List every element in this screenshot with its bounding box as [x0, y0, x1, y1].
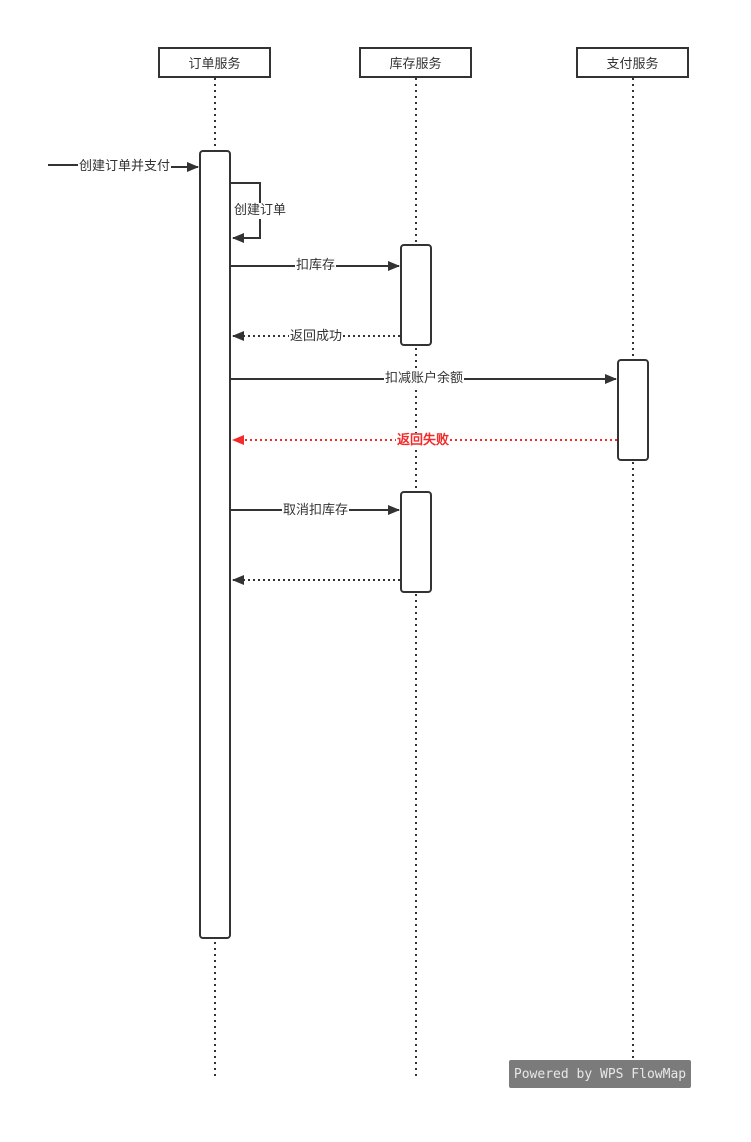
- message-label-deduct-stock: 扣库存: [295, 258, 337, 274]
- message-label-deduct-balance: 扣减账户余额: [384, 371, 465, 387]
- participant-label: 支付服务: [606, 57, 659, 72]
- message-label-create-and-pay: 创建订单并支付: [78, 159, 172, 175]
- watermark: Powered by WPS FlowMap: [509, 1060, 691, 1088]
- participant-inventory-service: 库存服务: [359, 47, 472, 78]
- activation-order: [199, 150, 231, 939]
- participant-payment-service: 支付服务: [576, 47, 689, 78]
- message-label-create-order: 创建订单: [233, 203, 288, 219]
- message-label-return-success: 返回成功: [289, 329, 344, 345]
- participant-order-service: 订单服务: [158, 47, 271, 78]
- participant-label: 库存服务: [389, 57, 442, 72]
- activation-payment: [617, 359, 649, 461]
- participant-label: 订单服务: [188, 57, 241, 72]
- message-label-return-failure: 返回失败: [396, 433, 451, 449]
- activation-inventory-1: [400, 244, 432, 346]
- activation-inventory-2: [400, 491, 432, 593]
- message-label-cancel-deduct-stock: 取消扣库存: [282, 503, 350, 519]
